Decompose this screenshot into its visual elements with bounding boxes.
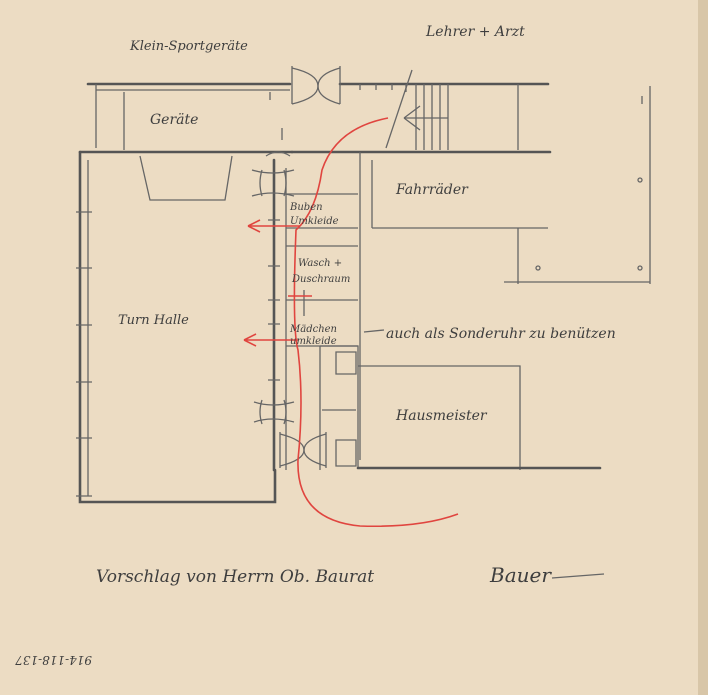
- label-umkleide: Umkleide: [290, 216, 339, 227]
- turnhalle-walls: [76, 150, 294, 504]
- label-fahrraeder: Fahrräder: [395, 182, 469, 198]
- label-note: auch als Sonderuhr zu benützen: [386, 326, 616, 342]
- caption: Vorschlag von Herrn Ob. Baurat: [96, 567, 374, 587]
- label-lehrer-arzt: Lehrer + Arzt: [425, 24, 525, 40]
- geraete-room: [86, 82, 550, 201]
- label-duschraum: Duschraum: [291, 274, 350, 285]
- signature-flourish: [551, 573, 605, 579]
- hausmeister-room: [319, 345, 602, 470]
- archive-number: 914-118-137: [15, 653, 92, 667]
- label-buben: Buben: [289, 202, 323, 213]
- stair-area: [385, 69, 519, 150]
- label-wasch: Wasch +: [298, 258, 342, 269]
- red-route: [243, 117, 459, 528]
- top-double-door: [291, 66, 407, 105]
- fahrraeder-room: [359, 86, 651, 460]
- label-turnhalle: Turn Halle: [118, 313, 189, 328]
- label-maedchen-umkleide: umkleide: [290, 336, 337, 347]
- swing-doors: [251, 151, 327, 468]
- label-geraete: Geräte: [150, 112, 198, 128]
- note-leader-line: [363, 329, 385, 333]
- label-hausmeister: Hausmeister: [395, 408, 488, 424]
- signature: Bauer: [489, 563, 552, 587]
- label-klein-sportgeraete: Klein-Sportgeräte: [129, 39, 248, 54]
- label-maedchen: Mädchen: [289, 324, 337, 335]
